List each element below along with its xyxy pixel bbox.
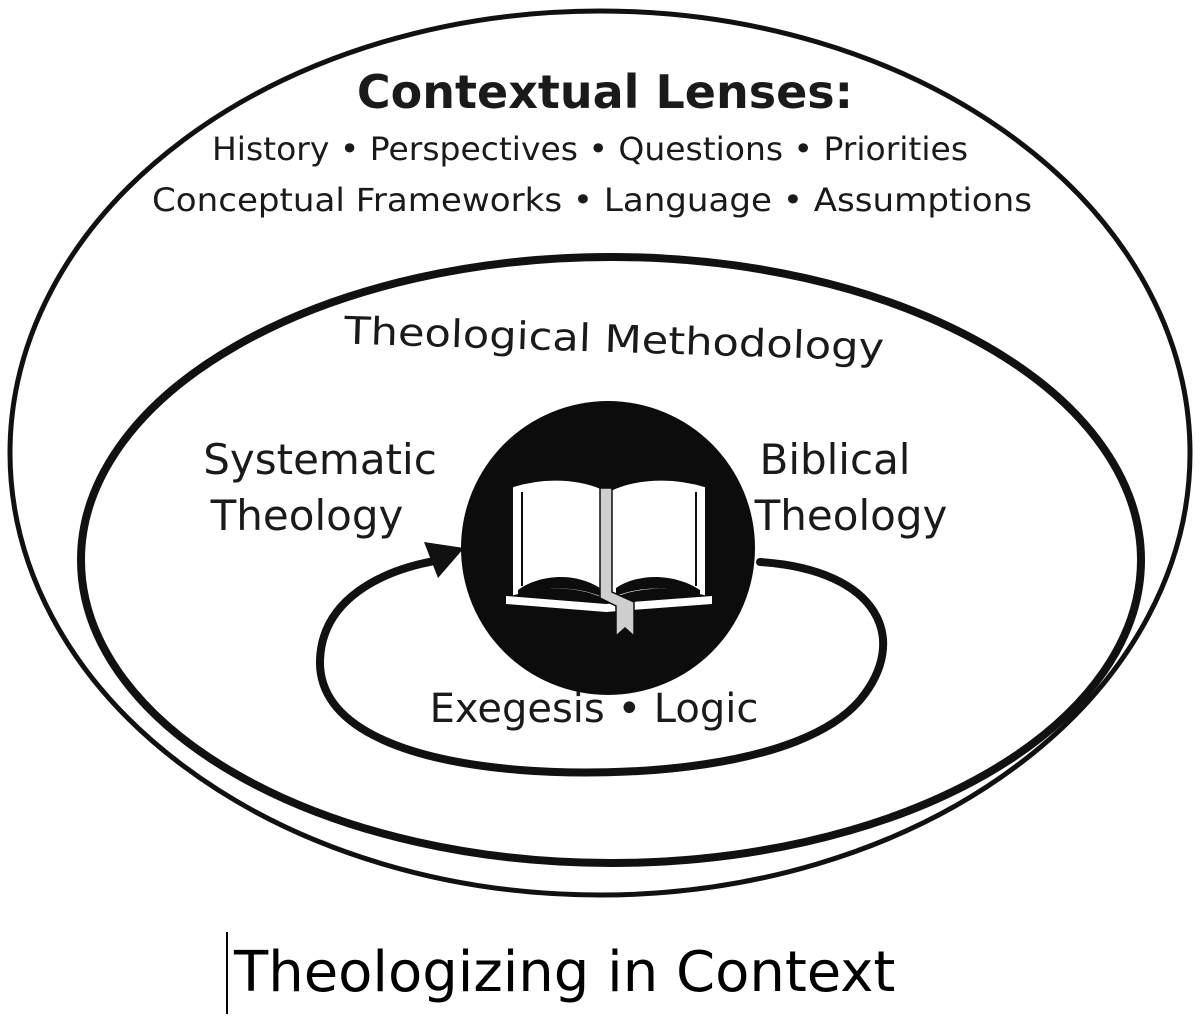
- middle-ellipse: [77, 253, 1145, 867]
- systematic-theology-line1: Systematic: [203, 435, 437, 484]
- book-base: [506, 596, 712, 612]
- text-cursor: [226, 932, 228, 1014]
- open-book-icon: [461, 401, 755, 695]
- caption-area: Theologizing in Context: [0, 918, 1200, 1017]
- biblical-theology-line2: Theology: [754, 491, 948, 540]
- book-left-page-curl: [518, 576, 600, 596]
- outer-ellipse: [7, 8, 1193, 898]
- caption-title: Theologizing in Context: [234, 940, 896, 1005]
- theological-methodology-label: Theological Methodology: [342, 308, 884, 369]
- contextual-lenses-line1: History • Perspectives • Questions • Pri…: [212, 130, 968, 168]
- book-right-page-curl: [616, 576, 700, 596]
- cycle-arrow-path: [315, 556, 888, 777]
- bookmark-ribbon: [599, 487, 635, 638]
- contextual-lenses-line2: Conceptual Frameworks • Language • Assum…: [152, 181, 1032, 219]
- diagram: Contextual Lenses: History • Perspective…: [7, 8, 1193, 898]
- biblical-theology-line1: Biblical: [760, 435, 911, 484]
- systematic-theology-line2: Theology: [210, 491, 404, 540]
- contextual-lenses-title: Contextual Lenses:: [357, 65, 853, 119]
- cycle-arrow-head-icon: [424, 542, 464, 578]
